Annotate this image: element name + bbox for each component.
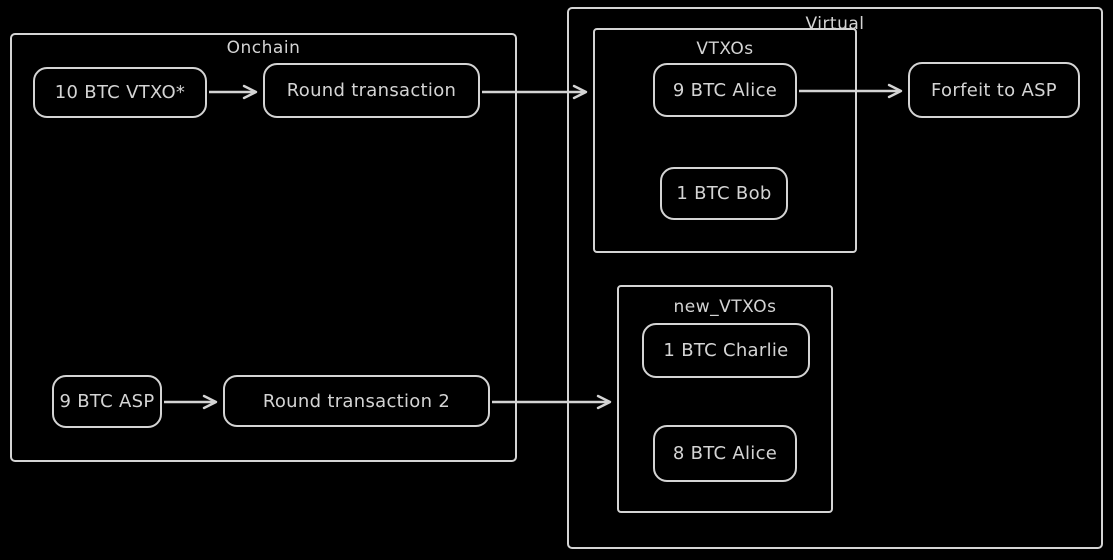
node-10-btc-vtxo-label: 10 BTC VTXO* bbox=[54, 82, 186, 103]
node-round-transaction-2-label: Round transaction 2 bbox=[262, 390, 451, 412]
vtxos-group: VTXOs bbox=[593, 28, 857, 253]
node-round-transaction: Round transaction bbox=[263, 63, 480, 118]
onchain-container: Onchain bbox=[10, 33, 517, 462]
node-1-btc-charlie-label: 1 BTC Charlie bbox=[663, 340, 789, 361]
node-1-btc-bob: 1 BTC Bob bbox=[660, 167, 788, 220]
node-forfeit-to-asp-label: Forfeit to ASP bbox=[931, 79, 1057, 101]
vtxos-label: VTXOs bbox=[696, 39, 754, 59]
node-round-transaction-label: Round transaction bbox=[286, 80, 457, 101]
new-vtxos-group: new_VTXOs bbox=[617, 285, 833, 513]
onchain-label: Onchain bbox=[226, 38, 301, 58]
node-round-transaction-2: Round transaction 2 bbox=[223, 375, 490, 427]
node-8-btc-alice-label: 8 BTC Alice bbox=[672, 443, 778, 464]
node-9-btc-asp-label: 9 BTC ASP bbox=[59, 391, 155, 412]
node-9-btc-asp: 9 BTC ASP bbox=[52, 375, 162, 428]
node-9-btc-alice-label: 9 BTC Alice bbox=[672, 79, 778, 101]
new-vtxos-label: new_VTXOs bbox=[673, 297, 777, 317]
node-1-btc-charlie: 1 BTC Charlie bbox=[642, 323, 810, 378]
node-forfeit-to-asp: Forfeit to ASP bbox=[908, 62, 1080, 118]
node-9-btc-alice: 9 BTC Alice bbox=[653, 63, 797, 117]
node-10-btc-vtxo: 10 BTC VTXO* bbox=[33, 67, 207, 118]
node-8-btc-alice: 8 BTC Alice bbox=[653, 425, 797, 482]
node-1-btc-bob-label: 1 BTC Bob bbox=[676, 183, 772, 204]
